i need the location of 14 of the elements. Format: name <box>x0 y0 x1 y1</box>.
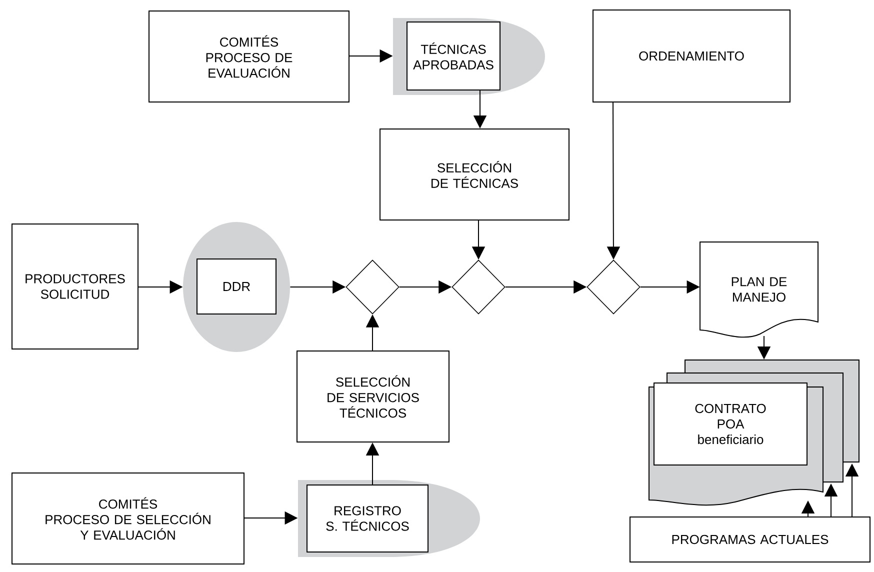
process-box: SELECCIÓN DE TÉCNICAS <box>380 128 570 220</box>
process-box: TÉCNICAS APROBADAS <box>406 22 500 90</box>
decision-diamond <box>452 260 506 314</box>
document-stack: CONTRATO POA beneficiario <box>648 360 860 506</box>
process-box: SELECCIÓN DE SERVICIOS TÉCNICOS <box>296 350 450 442</box>
process-box: COMITÉS PROCESO DE EVALUACIÓN <box>148 10 350 102</box>
process-box: ORDENAMIENTO <box>592 10 791 102</box>
process-box: PRODUCTORES SOLICITUD <box>12 224 138 350</box>
process-box: PROGRAMAS ACTUALES <box>630 516 871 562</box>
process-box: COMITÉS PROCESO DE SELECCIÓN Y EVALUACIÓN <box>12 472 244 564</box>
decision-diamond <box>346 260 400 314</box>
process-box: DDR <box>196 258 276 314</box>
process-box: REGISTRO S. TÉCNICOS <box>306 484 428 552</box>
decision-diamond <box>586 260 640 314</box>
